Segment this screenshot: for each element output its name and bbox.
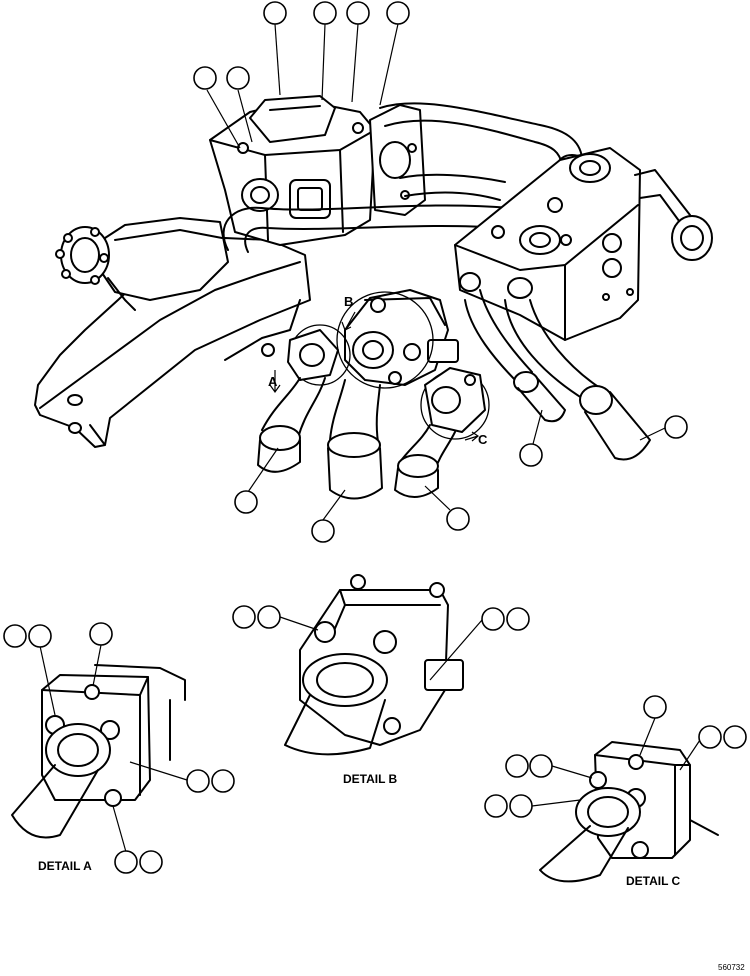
balloon[interactable] [505,754,529,778]
center-pump-head [344,289,459,386]
right-manifold [454,147,713,341]
detail-c-drawing [539,741,719,883]
left-pump-fitting [261,329,339,381]
balloon[interactable] [211,769,235,793]
callout-balloons [3,1,747,874]
balloon[interactable] [193,66,217,90]
balloon[interactable] [484,794,508,818]
detail-c-label: DETAIL C [626,874,681,888]
balloon[interactable] [509,794,533,818]
balloon[interactable] [698,725,722,749]
balloon[interactable] [723,725,747,749]
detail-b-label: DETAIL B [343,772,398,786]
figure-number: 560732 [718,963,745,972]
right-pump-fitting [424,367,486,433]
balloon[interactable] [28,624,52,648]
detail-a-drawing [11,664,186,839]
balloon[interactable] [311,519,335,543]
callout-a-label: A [268,374,278,389]
return-hoses [459,272,651,461]
balloon[interactable] [186,769,210,793]
main-assembly: A B C [34,95,713,500]
center-valve-block [369,104,426,216]
balloon[interactable] [232,605,256,629]
callout-arrows: A B C [268,294,488,447]
balloon[interactable] [386,1,410,25]
balloon[interactable] [226,66,250,90]
balloon[interactable] [114,850,138,874]
gear-hub [55,217,229,311]
lower-hoses [257,377,456,500]
callout-c-label: C [478,432,488,447]
balloon[interactable] [446,507,470,531]
balloon[interactable] [89,622,113,646]
balloon[interactable] [519,443,543,467]
balloon[interactable] [643,695,667,719]
frame-beam [34,237,311,448]
balloon[interactable] [3,624,27,648]
balloon[interactable] [481,607,505,631]
upper-valve-block [209,95,376,246]
balloon[interactable] [529,754,553,778]
callout-b-label: B [344,294,353,309]
balloon[interactable] [263,1,287,25]
balloon[interactable] [346,1,370,25]
balloon[interactable] [234,490,258,514]
detail-b-marker-circle [336,291,434,389]
balloon[interactable] [139,850,163,874]
balloon[interactable] [664,415,688,439]
detail-a-label: DETAIL A [38,859,92,873]
detail-b-drawing [284,574,464,756]
balloon[interactable] [257,605,281,629]
balloon[interactable] [506,607,530,631]
balloon[interactable] [313,1,337,25]
